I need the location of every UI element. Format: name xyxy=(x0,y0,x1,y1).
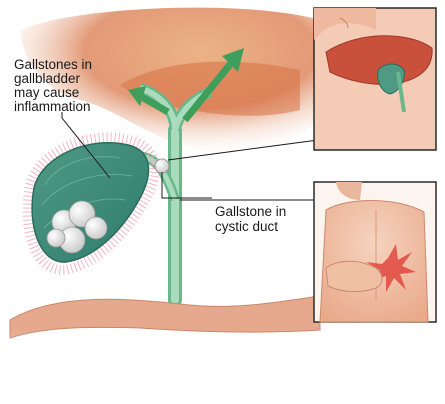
callout-line-1: Gallstone in xyxy=(215,204,286,219)
callout-gallbladder-stones: Gallstones in gallbladder may cause infl… xyxy=(14,58,92,114)
callout-line-3: may cause xyxy=(14,86,92,100)
callout-cystic-duct-stone: Gallstone in cystic duct xyxy=(215,204,286,234)
callout-line-2: cystic duct xyxy=(215,219,286,234)
liver-inset-icon xyxy=(314,8,436,150)
abdominal-pain-inset-icon xyxy=(314,182,436,322)
callout-line-4: inflammation xyxy=(14,100,92,114)
callout-line-2: gallbladder xyxy=(14,72,92,86)
callout-line-1: Gallstones in xyxy=(14,58,92,72)
gallstone-icon xyxy=(155,159,169,173)
reflection-fade xyxy=(0,330,445,404)
